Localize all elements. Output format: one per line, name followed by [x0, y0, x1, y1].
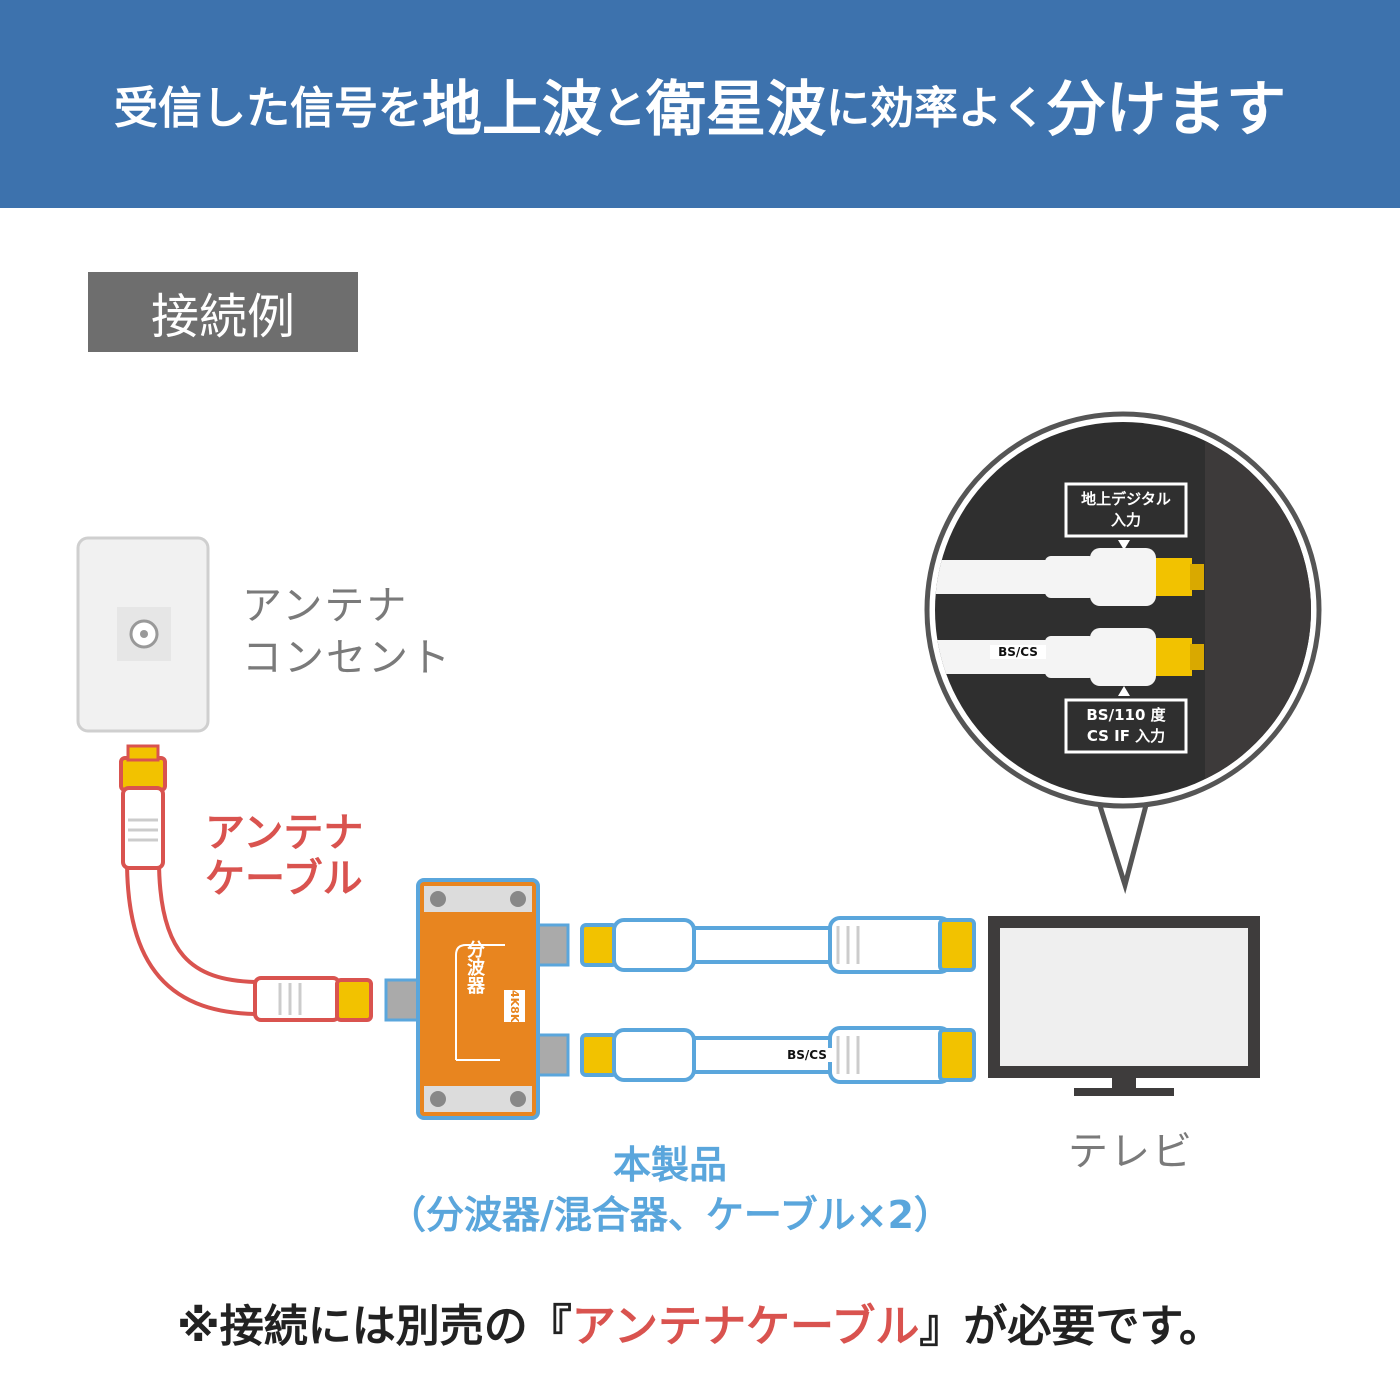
- footer-suffix: 』が必要です。: [919, 1301, 1223, 1352]
- antenna-cable-line2: ケーブル: [204, 856, 363, 903]
- header-text-1: 受信した信号を: [114, 83, 422, 134]
- antenna-outlet-line2: コンセント: [242, 635, 452, 681]
- footer-prefix: ※接続には別売の『: [177, 1301, 572, 1352]
- zoom-cable-tag: BS/CS: [990, 645, 1046, 659]
- antenna-outlet-line1: アンテナ: [242, 583, 409, 629]
- device-name: 分波器: [464, 940, 485, 994]
- product-line1: 本製品: [612, 1143, 727, 1187]
- device-badge: 4K8K: [504, 990, 525, 1023]
- product-cables-icon: [580, 916, 976, 1084]
- footer-note: ※接続には別売の『アンテナケーブル』が必要です。: [0, 1290, 1400, 1354]
- header-text-2: 地上波: [422, 74, 602, 145]
- header-banner: 受信した信号を 地上波 と 衛星波 に効率よく 分けます: [0, 0, 1400, 208]
- terrestrial-line1: 地上デジタル: [1081, 490, 1171, 508]
- antenna-cable-icon: [119, 744, 373, 1022]
- antenna-cable-line1: アンテナ: [204, 810, 364, 857]
- tv-label: テレビ: [1068, 1129, 1194, 1175]
- footer-highlight: アンテナケーブル: [571, 1301, 920, 1352]
- product-line2: （分波器/混合器、ケーブル×2）: [388, 1193, 952, 1237]
- section-label: 接続例: [88, 272, 358, 352]
- antenna-outlet-label: アンテナ コンセント: [242, 580, 452, 684]
- header-text-5: に効率よく: [826, 83, 1046, 134]
- zoom-bubble: [924, 411, 1322, 894]
- bs-line2: CS IF 入力: [1086, 727, 1166, 745]
- terrestrial-line2: 入力: [1110, 511, 1141, 529]
- cable-tag: BS/CS: [780, 1048, 834, 1062]
- header-text-4: 衛星波: [646, 74, 826, 145]
- header-text-6: 分けます: [1046, 74, 1286, 145]
- product-label: 本製品 （分波器/混合器、ケーブル×2）: [360, 1140, 980, 1240]
- bs-line1: BS/110 度: [1086, 706, 1166, 724]
- antenna-outlet-icon: [76, 536, 210, 733]
- splitter-device-icon: [384, 878, 570, 1120]
- terrestrial-label: 地上デジタル 入力: [1066, 489, 1186, 531]
- antenna-cable-label: アンテナ ケーブル: [204, 810, 364, 903]
- header-text-3: と: [602, 83, 646, 134]
- tv-icon: [988, 916, 1260, 1096]
- bs-label: BS/110 度 CS IF 入力: [1066, 705, 1186, 747]
